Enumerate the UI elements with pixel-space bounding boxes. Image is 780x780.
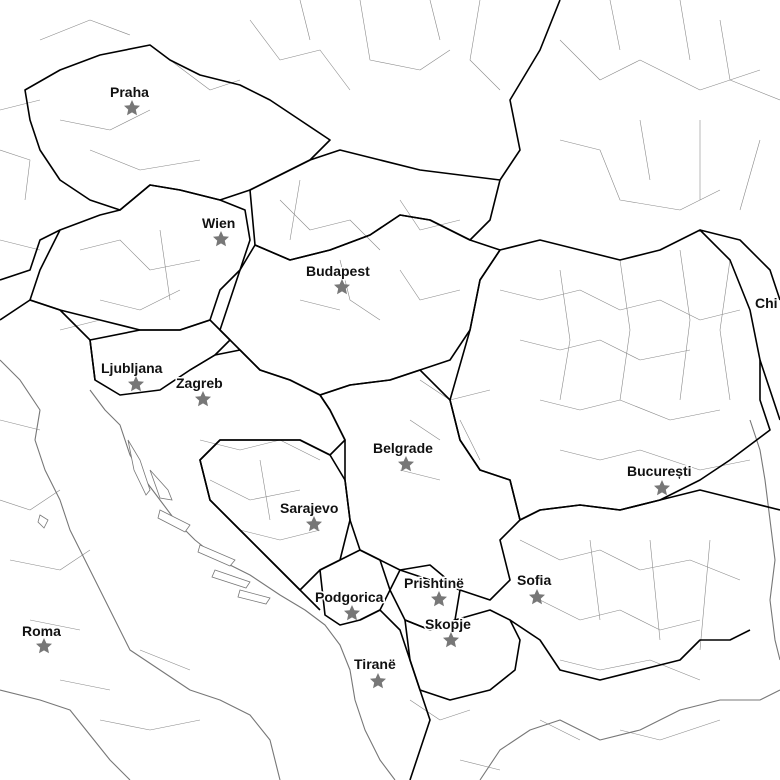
germany-border bbox=[0, 229, 61, 281]
capital-wien[interactable]: Wien bbox=[201, 214, 237, 247]
aegean-coast bbox=[479, 689, 780, 780]
capital-budapest[interactable]: Budapest bbox=[305, 262, 372, 295]
capital-marker-sarajevo bbox=[306, 516, 322, 532]
capital-label-tirane: Tiranë bbox=[354, 656, 396, 672]
capital-marker-praha bbox=[124, 100, 140, 116]
moldova-border bbox=[699, 229, 780, 421]
capital-marker-wien bbox=[213, 231, 229, 247]
capital-label-podgorica: Podgorica bbox=[315, 589, 384, 605]
capital-label-sofia: Sofia bbox=[517, 572, 551, 588]
capital-zagreb[interactable]: Zagreb bbox=[175, 374, 224, 407]
capital-label-belgrade: Belgrade bbox=[373, 440, 433, 456]
capital-praha[interactable]: Praha bbox=[109, 83, 151, 116]
adriatic-east-coast bbox=[89, 389, 396, 780]
serbia-border bbox=[319, 369, 521, 601]
capital-marker-bucuresti bbox=[654, 480, 670, 496]
capital-marker-zagreb bbox=[195, 391, 211, 407]
capital-skopje[interactable]: Skopje bbox=[424, 615, 473, 648]
austria-border bbox=[29, 184, 251, 331]
poland-ukraine-border bbox=[499, 0, 561, 181]
capital-label-praha: Praha bbox=[110, 84, 149, 100]
hungary-border bbox=[219, 214, 501, 396]
capital-label-zagreb: Zagreb bbox=[176, 375, 223, 391]
capital-podgorica[interactable]: Podgorica bbox=[314, 588, 385, 621]
coastlines bbox=[0, 359, 780, 780]
capital-label-budapest: Budapest bbox=[306, 263, 370, 279]
montenegro-border bbox=[319, 549, 391, 626]
capital-label-sarajevo: Sarajevo bbox=[280, 500, 338, 516]
capital-marker-belgrade bbox=[398, 456, 414, 472]
capital-marker-tirane bbox=[370, 673, 386, 689]
capital-marker-skopje bbox=[443, 632, 459, 648]
slovakia-border bbox=[249, 149, 501, 261]
capitals: Praha Wien Budapest Ljubljana Zagreb Bel… bbox=[21, 83, 693, 689]
capital-label-wien: Wien bbox=[202, 215, 235, 231]
capital-bucuresti[interactable]: București bbox=[626, 462, 693, 496]
black-sea-coast bbox=[749, 419, 780, 661]
capital-marker-ljubljana bbox=[128, 376, 144, 392]
czech-border bbox=[24, 44, 331, 211]
capital-marker-sofia bbox=[529, 589, 545, 605]
capital-label-prishtine: Prishtinë bbox=[404, 575, 464, 591]
capital-prishtine[interactable]: Prishtinë bbox=[403, 574, 466, 607]
capital-label-roma: Roma bbox=[22, 623, 61, 639]
italy-coast bbox=[0, 359, 281, 780]
capital-sofia[interactable]: Sofia bbox=[516, 571, 553, 605]
edge-label-chisinau: Chi bbox=[755, 295, 778, 311]
capital-roma[interactable]: Roma bbox=[21, 622, 63, 654]
capital-marker-podgorica bbox=[344, 605, 360, 621]
islands bbox=[37, 439, 271, 605]
capital-tirane[interactable]: Tiranë bbox=[353, 655, 397, 689]
capital-marker-roma bbox=[36, 638, 52, 654]
italy-heel bbox=[0, 689, 131, 780]
capital-label-skopje: Skopje bbox=[425, 616, 471, 632]
italy-border bbox=[0, 299, 96, 381]
capital-belgrade[interactable]: Belgrade bbox=[372, 439, 435, 472]
capital-marker-prishtine bbox=[431, 591, 447, 607]
bulgaria-border bbox=[509, 489, 780, 681]
capital-label-bucuresti: București bbox=[627, 463, 692, 479]
capital-ljubljana[interactable]: Ljubljana bbox=[100, 359, 164, 392]
capital-marker-budapest bbox=[334, 279, 350, 295]
capital-label-ljubljana: Ljubljana bbox=[101, 360, 163, 376]
capital-sarajevo[interactable]: Sarajevo bbox=[279, 499, 340, 532]
albania-border bbox=[359, 609, 431, 780]
